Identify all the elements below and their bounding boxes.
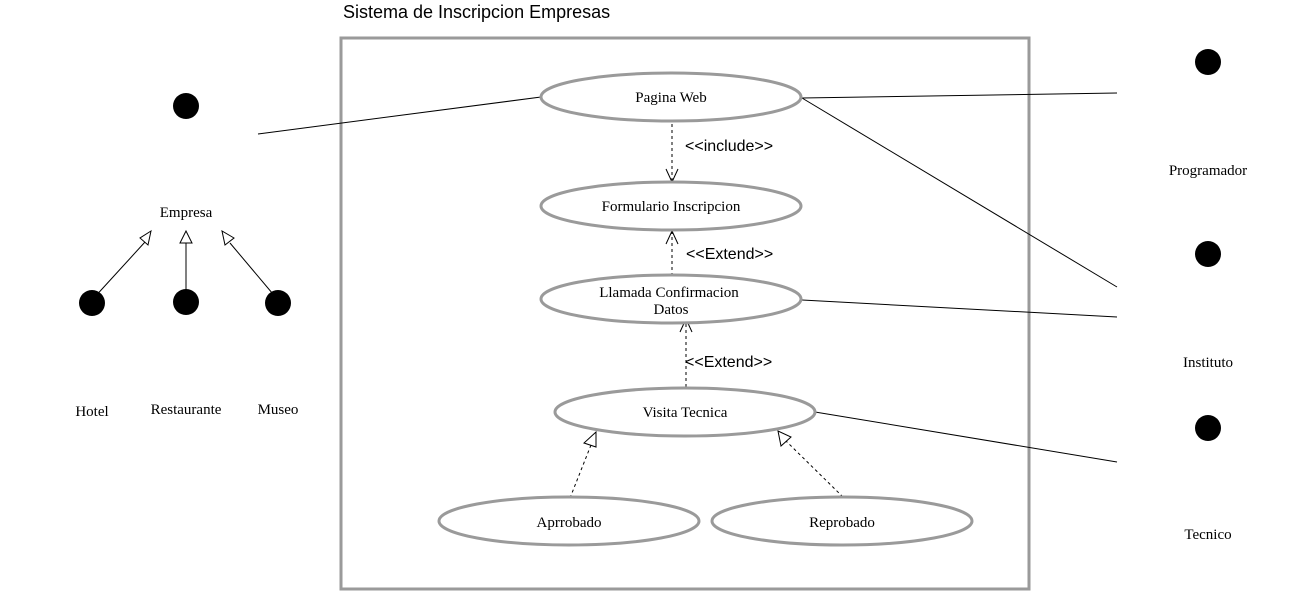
use-case-llamada-confirmacion[interactable]: Llamada Confirmacion Datos	[539, 273, 803, 325]
use-case-visita-tecnica[interactable]: Visita Tecnica	[553, 386, 817, 438]
system-title: Sistema de Inscripcion Empresas	[343, 2, 610, 22]
actor-hotel-icon	[70, 290, 114, 384]
actor-instituto-label: Instituto	[1183, 355, 1233, 371]
system-boundary	[339, 36, 1031, 591]
extend-label-1: <<Extend>>	[686, 246, 773, 263]
actor-instituto-icon	[1186, 241, 1230, 335]
actor-museo-icon	[256, 290, 300, 384]
use-case-llamada-label-line1: Llamada Confirmacion	[599, 285, 739, 301]
actor-restaurante[interactable]: Restaurante	[151, 289, 222, 418]
use-case-llamada-label-line2: Datos	[654, 302, 689, 318]
actor-programador-icon	[1186, 49, 1230, 143]
extend-relation-1	[665, 229, 679, 276]
association-llamada-instituto	[801, 299, 1118, 318]
generalization-museo-empresa	[221, 229, 279, 301]
extend-label-2: <<Extend>>	[685, 354, 772, 371]
actor-programador-label: Programador	[1169, 163, 1247, 179]
include-label: <<include>>	[685, 138, 773, 155]
use-case-pagina-web[interactable]: Pagina Web	[539, 71, 803, 123]
actor-museo-label: Museo	[258, 402, 299, 418]
association-paginaweb-instituto	[801, 97, 1118, 288]
extend-relation-2	[679, 317, 693, 387]
actor-programador[interactable]: Programador	[1169, 49, 1247, 179]
actor-empresa-label: Empresa	[160, 205, 213, 221]
include-relation	[665, 124, 679, 184]
actor-museo[interactable]: Museo	[256, 290, 300, 418]
generalization-hotel-empresa	[91, 229, 152, 301]
association-visita-tecnico	[814, 411, 1118, 463]
actor-hotel[interactable]: Hotel	[70, 290, 114, 420]
actor-empresa[interactable]: Empresa	[160, 93, 213, 221]
use-case-pagina-web-label: Pagina Web	[635, 90, 706, 106]
generalization-aprobado-visita	[569, 430, 597, 499]
use-case-formulario-label: Formulario Inscripcion	[602, 199, 741, 215]
association-paginaweb-programador	[801, 92, 1118, 99]
use-case-visita-label: Visita Tecnica	[643, 405, 728, 421]
use-case-aprobado[interactable]: Aprrobado	[437, 495, 701, 547]
actor-restaurante-label: Restaurante	[151, 402, 222, 418]
actor-empresa-icon	[164, 93, 208, 187]
generalization-restaurante-empresa	[179, 229, 193, 298]
actor-hotel-label: Hotel	[75, 404, 108, 420]
actor-restaurante-icon	[164, 289, 208, 383]
use-case-aprobado-label: Aprrobado	[537, 515, 602, 531]
actor-tecnico-label: Tecnico	[1184, 527, 1231, 543]
actor-tecnico[interactable]: Tecnico	[1184, 415, 1232, 543]
actor-instituto[interactable]: Instituto	[1183, 241, 1233, 371]
actor-tecnico-icon	[1186, 415, 1230, 509]
use-case-reprobado-label: Reprobado	[809, 515, 875, 531]
generalization-reprobado-visita	[777, 430, 844, 498]
association-empresa-paginaweb	[257, 96, 542, 135]
use-case-reprobado[interactable]: Reprobado	[710, 495, 974, 547]
use-case-formulario-inscripcion[interactable]: Formulario Inscripcion	[539, 180, 803, 232]
